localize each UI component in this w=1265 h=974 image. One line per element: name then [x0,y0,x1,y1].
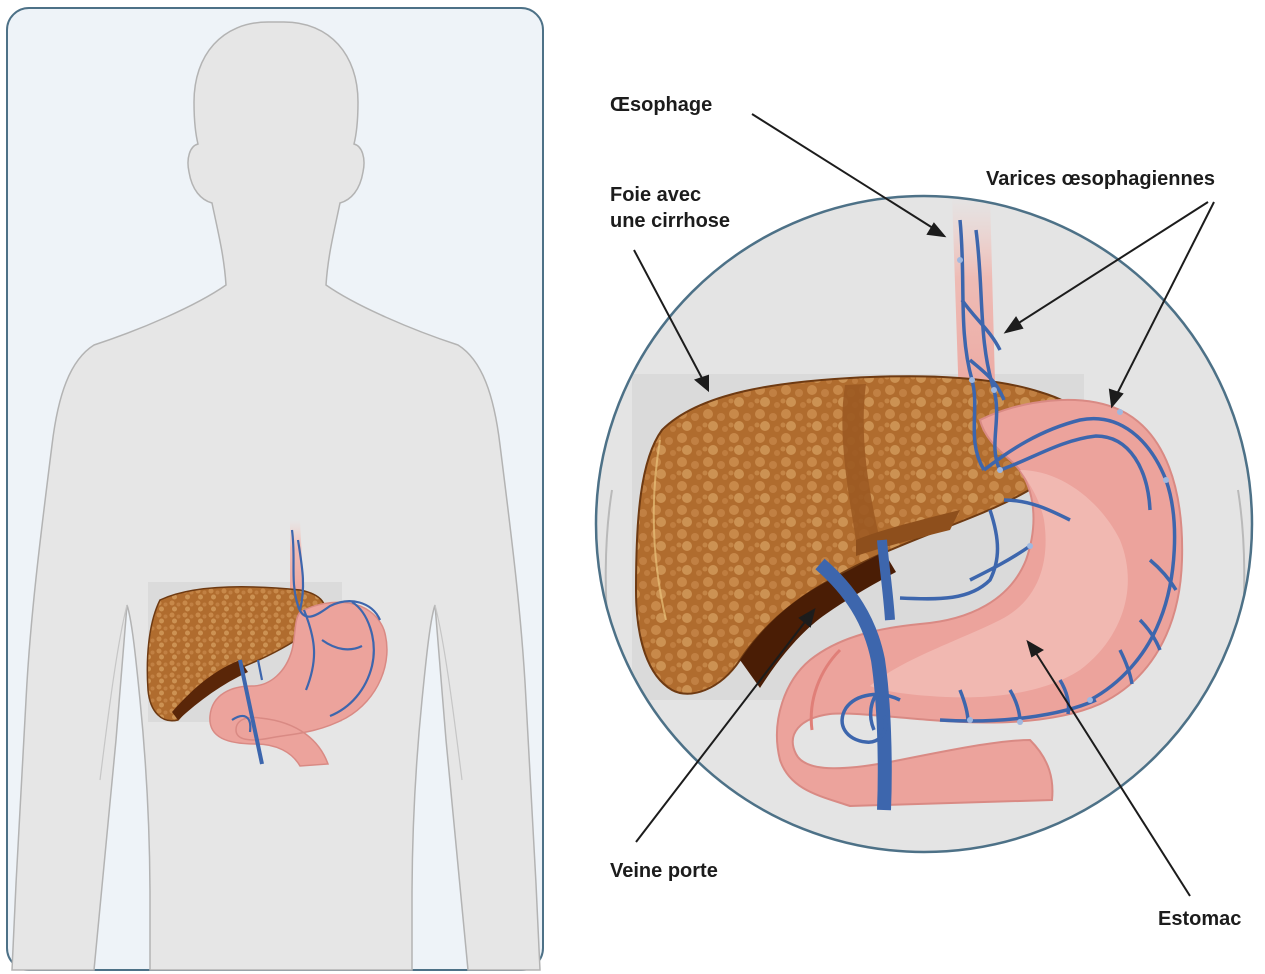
label-liver-line2: une cirrhose [610,208,730,234]
label-liver-line1: Foie avec [610,182,730,208]
label-liver-cirrhosis: Foie avec une cirrhose [610,182,730,234]
label-stomach-text: Estomac [1158,906,1241,932]
label-oesophagus: Œsophage [610,92,712,118]
label-portal-vein: Veine porte [610,858,718,884]
label-varices-text: Varices œsophagiennes [986,166,1215,192]
label-stomach: Estomac [1158,906,1241,932]
body-overview-panel [7,8,543,970]
zoom-circle [596,196,1252,852]
label-oesophagus-text: Œsophage [610,92,712,118]
label-varices: Varices œsophagiennes [986,166,1215,192]
label-portal-vein-text: Veine porte [610,858,718,884]
